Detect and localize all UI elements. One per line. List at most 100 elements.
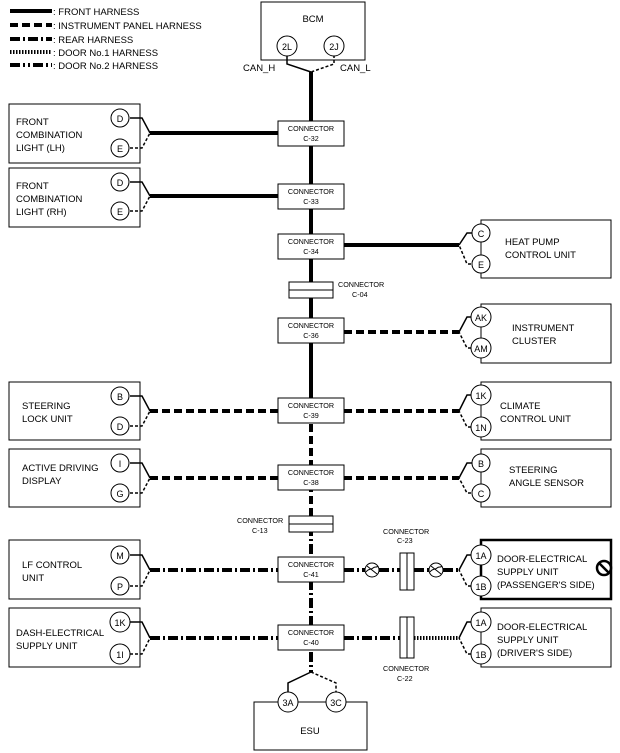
door-pass-pin-l: [470, 575, 492, 597]
steering-lock-pin-l-label: D: [117, 422, 124, 432]
connector-c04-label: CONNECTOR: [338, 280, 384, 289]
instrument-line-2: CLUSTER: [512, 336, 556, 347]
front-lh-pin-h: [110, 108, 130, 128]
esu-pin-h-label: 3A: [282, 698, 293, 708]
connector-c39-id: C-39: [303, 411, 319, 420]
active-driving-line-2: DISPLAY: [22, 476, 62, 487]
connector-c38-id: C-38: [303, 478, 319, 487]
door-drv-pin-h-label: 1A: [475, 618, 486, 628]
esu-pin-h: [277, 691, 299, 713]
door-pass-line-1: DOOR-ELECTRICAL: [497, 554, 587, 565]
instrument-cluster: INSTRUMENT CLUSTER AK AM: [344, 303, 612, 364]
instrument-pin-l: [470, 337, 492, 359]
dash-pin-l: [109, 643, 131, 665]
can-l-label: CAN_L: [340, 63, 371, 74]
connector-c22-id: C-22: [397, 674, 413, 683]
connector-c34: CONNECTOR C-34: [277, 233, 345, 260]
heat-pump-pin-h: [471, 223, 491, 243]
heat-pump-box: [480, 219, 612, 279]
front-rh-h-lead: [130, 181, 151, 197]
dash-pin-l-label: 1I: [116, 650, 124, 660]
heat-pump-l-lead: [458, 244, 481, 265]
connector-c23-label: CONNECTOR: [383, 527, 429, 536]
steering-angle-box: [480, 448, 612, 508]
steering-angle-pin-l-label: C: [478, 489, 485, 499]
connector-c23: CONNECTOR C-23: [383, 527, 429, 591]
connector-c33: CONNECTOR C-33: [277, 183, 345, 210]
instrument-l-lead: [458, 331, 481, 349]
door-drv-line-3: (DRIVER'S SIDE): [497, 648, 572, 659]
door-pass-pin-h: [470, 544, 492, 566]
connector-c36: CONNECTOR C-36: [277, 317, 345, 344]
connector-c39-label: CONNECTOR: [288, 401, 334, 410]
connector-c13-label: CONNECTOR: [237, 516, 283, 525]
connector-c38: CONNECTOR C-38: [277, 464, 345, 491]
bcm-pin-l: [323, 35, 345, 57]
climate-box: [480, 381, 612, 441]
front-lh-line-3: LIGHT (LH): [16, 143, 65, 154]
can-h-label: CAN_H: [243, 63, 275, 74]
connector-c36-label: CONNECTOR: [288, 321, 334, 330]
connector-c36-id: C-36: [303, 331, 319, 340]
esu-h-lead: [287, 671, 312, 693]
esu-pin-l: [325, 691, 347, 713]
steering-angle-line-1: STEERING: [509, 465, 558, 476]
instrument-line-1: INSTRUMENT: [512, 323, 574, 334]
instrument-box: [480, 303, 612, 364]
heat-pump-pin-l-label: E: [478, 260, 484, 270]
door-drv-line-1: DOOR-ELECTRICAL: [497, 622, 587, 633]
heat-pump-pin-h-label: C: [478, 229, 485, 239]
door-drv-pin-l-label: 1B: [475, 650, 486, 660]
front-rh-pin-h: [110, 172, 130, 192]
front-rh-pin-l-label: E: [117, 207, 123, 217]
climate-pin-l: [470, 416, 492, 438]
climate-pin-l-label: 1N: [475, 423, 487, 433]
steering-lock-pin-h: [110, 386, 130, 406]
dash-line-2: SUPPLY UNIT: [16, 641, 78, 652]
instrument-pin-h-label: AK: [475, 313, 487, 323]
climate-line-1: CLIMATE: [500, 401, 540, 412]
bcm-can-h-lead: [286, 55, 312, 73]
bcm-box: [260, 1, 366, 61]
steering-angle-pin-l: [471, 483, 491, 503]
no-wire-marker-icon: [428, 562, 444, 578]
steering-angle-pin-h-label: B: [478, 459, 484, 469]
lf-control-pin-h: [110, 545, 130, 565]
instrument-pin-h: [470, 306, 492, 328]
bcm-unit: BCM 2L 2J CAN_H CAN_L: [243, 1, 371, 74]
lf-control-line-1: LF CONTROL: [22, 560, 82, 571]
connector-c39: CONNECTOR C-39: [277, 397, 345, 424]
prohibited-icon: [595, 559, 613, 577]
climate-control-unit: CLIMATE CONTROL UNIT 1K 1N: [344, 381, 612, 441]
door-pass-l-lead: [458, 569, 481, 587]
dash-line-1: DASH-ELECTRICAL: [16, 628, 104, 639]
connector-c04: CONNECTOR C-04: [288, 280, 384, 299]
legend: : FRONT HARNESS : INSTRUMENT PANEL HARNE…: [10, 7, 202, 72]
door-pass-line-3: (PASSENGER'S SIDE): [497, 580, 595, 591]
esu-box: [253, 701, 368, 751]
connector-c32-id: C-32: [303, 134, 319, 143]
dash-l-lead: [130, 637, 151, 655]
door-electrical-driver: DOOR-ELECTRICAL SUPPLY UNIT (DRIVER'S SI…: [344, 607, 612, 668]
active-driving-display: ACTIVE DRIVING DISPLAY I G: [8, 448, 278, 508]
bcm-title: BCM: [302, 14, 323, 25]
lf-control-pin-h-label: M: [116, 551, 124, 561]
legend-front-label: : FRONT HARNESS: [53, 7, 139, 18]
door-drv-l-lead: [458, 637, 481, 655]
climate-l-lead: [458, 410, 481, 428]
dash-pin-h: [109, 611, 131, 633]
steering-angle-pin-h: [471, 453, 491, 473]
esu-pin-l-label: 3C: [330, 698, 342, 708]
front-rh-line-1: FRONT: [16, 181, 49, 192]
connector-c40-id: C-40: [303, 638, 319, 647]
bcm-can-l-lead: [310, 55, 335, 73]
connector-c40-label: CONNECTOR: [288, 628, 334, 637]
active-driving-h-lead: [130, 462, 151, 479]
front-rh-line-3: LIGHT (RH): [16, 207, 67, 218]
front-rh-pin-h-label: D: [117, 178, 124, 188]
climate-pin-h: [470, 384, 492, 406]
connector-c33-label: CONNECTOR: [288, 187, 334, 196]
lf-control-l-lead: [130, 569, 151, 587]
connector-c36-box: [277, 317, 345, 344]
